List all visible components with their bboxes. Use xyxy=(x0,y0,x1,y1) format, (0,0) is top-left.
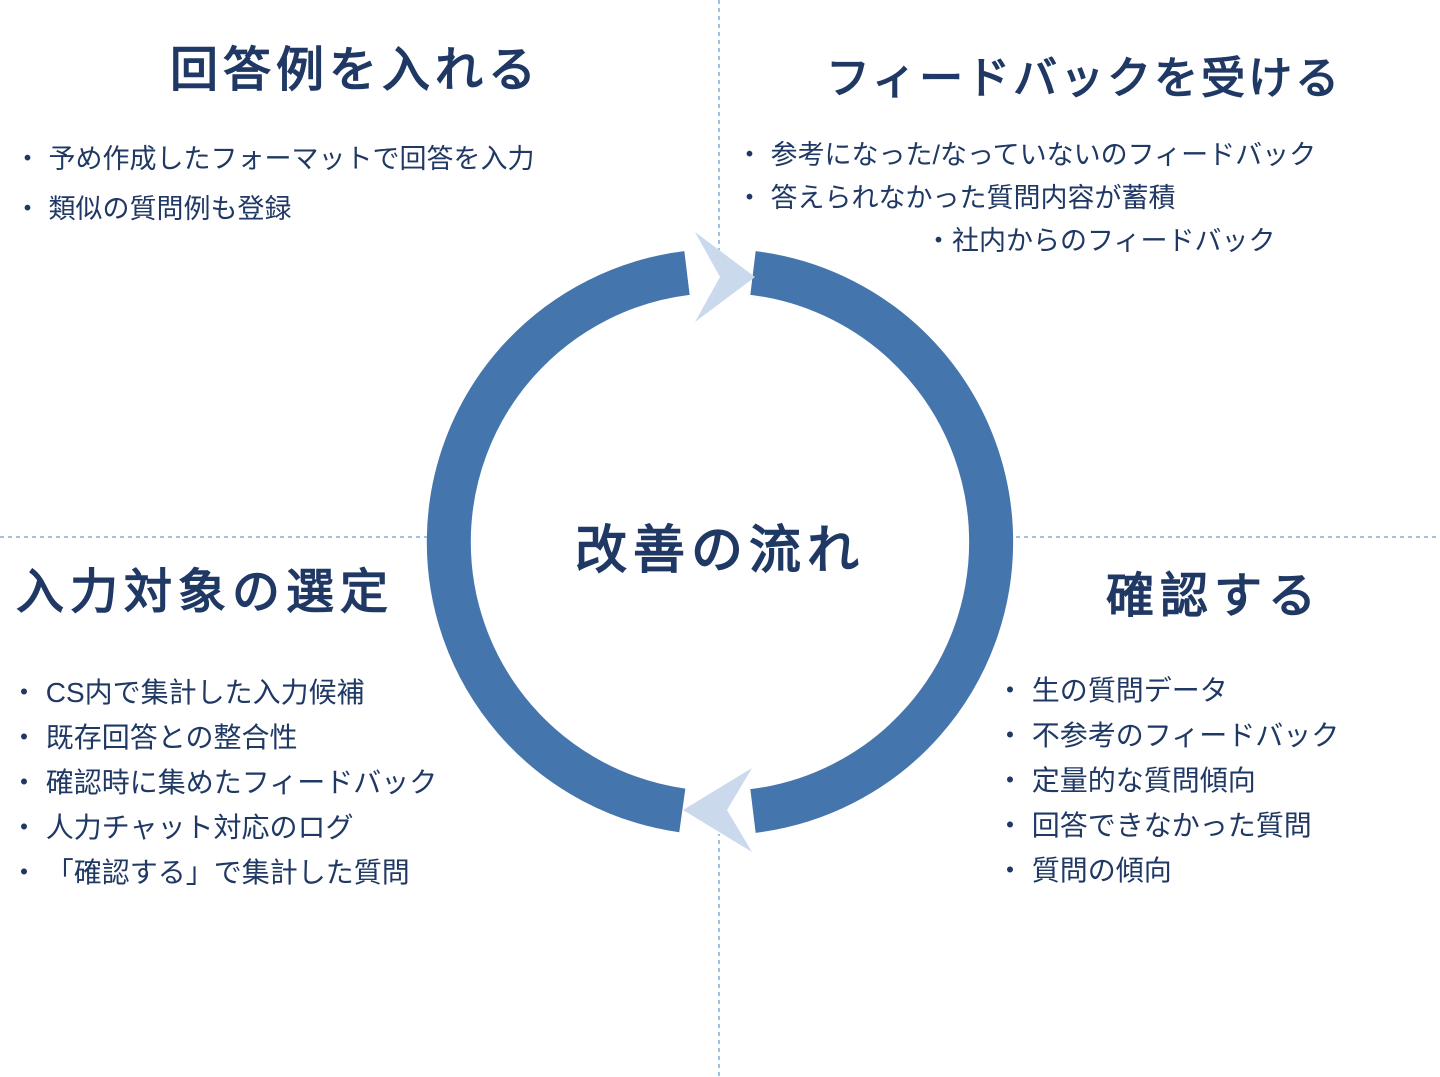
ring-background xyxy=(428,250,1012,834)
list-item: ・ 回答できなかった質問 xyxy=(996,810,1312,841)
quadrant-title-confirm: 確認する xyxy=(1106,570,1323,623)
list-item: ・ 確認時に集めたフィードバック xyxy=(10,767,438,798)
bullet-list-select-input-targets: ・ CS内で集計した入力候補・ 既存回答との整合性・ 確認時に集めたフィードバッ… xyxy=(10,670,437,895)
quadrant-title-select-input-targets: 入力対象の選定 xyxy=(16,566,395,619)
cycle-ring xyxy=(426,232,1014,852)
list-item: ・ 「確認する」で集計した質問 xyxy=(10,857,410,888)
bullet-list-enter-answer-examples: ・ 予め作成したフォーマットで回答を入力・ 類似の質問例も登録 xyxy=(14,134,535,234)
list-item: ・ 既存回答との整合性 xyxy=(10,722,298,753)
list-item: ・ 生の質問データ xyxy=(996,675,1228,706)
ring-arc-left xyxy=(426,251,690,833)
list-item: ・社内からのフィードバック xyxy=(736,226,1276,256)
list-item: ・ CS内で集計した入力候補 xyxy=(10,677,365,708)
quadrant-title-receive-feedback: フィードバックを受ける xyxy=(826,54,1343,103)
list-item: ・ 予め作成したフォーマットで回答を入力 xyxy=(14,144,535,174)
ring-arc-right xyxy=(750,251,1014,833)
clockwise-arrow-bottom-icon xyxy=(683,768,752,852)
bullet-list-confirm: ・ 生の質問データ・ 不参考のフィードバック・ 定量的な質問傾向・ 回答できなか… xyxy=(996,668,1339,893)
bullet-list-receive-feedback: ・ 参考になった/なっていないのフィードバック・ 答えられなかった質問内容が蓄積… xyxy=(736,134,1316,263)
list-item: ・ 質問の傾向 xyxy=(996,855,1172,886)
list-item: ・ 定量的な質問傾向 xyxy=(996,765,1256,796)
list-item: ・ 答えられなかった質問内容が蓄積 xyxy=(736,183,1176,213)
quadrant-title-enter-answer-examples: 回答例を入れる xyxy=(170,44,542,97)
list-item: ・ 参考になった/なっていないのフィードバック xyxy=(736,140,1317,170)
center-label: 改善の流れ xyxy=(574,522,865,580)
clockwise-arrow-top-icon xyxy=(695,232,755,322)
list-item: ・ 類似の質問例も登録 xyxy=(14,194,292,224)
list-item: ・ 人力チャット対応のログ xyxy=(10,812,354,843)
list-item: ・ 不参考のフィードバック xyxy=(996,720,1340,751)
